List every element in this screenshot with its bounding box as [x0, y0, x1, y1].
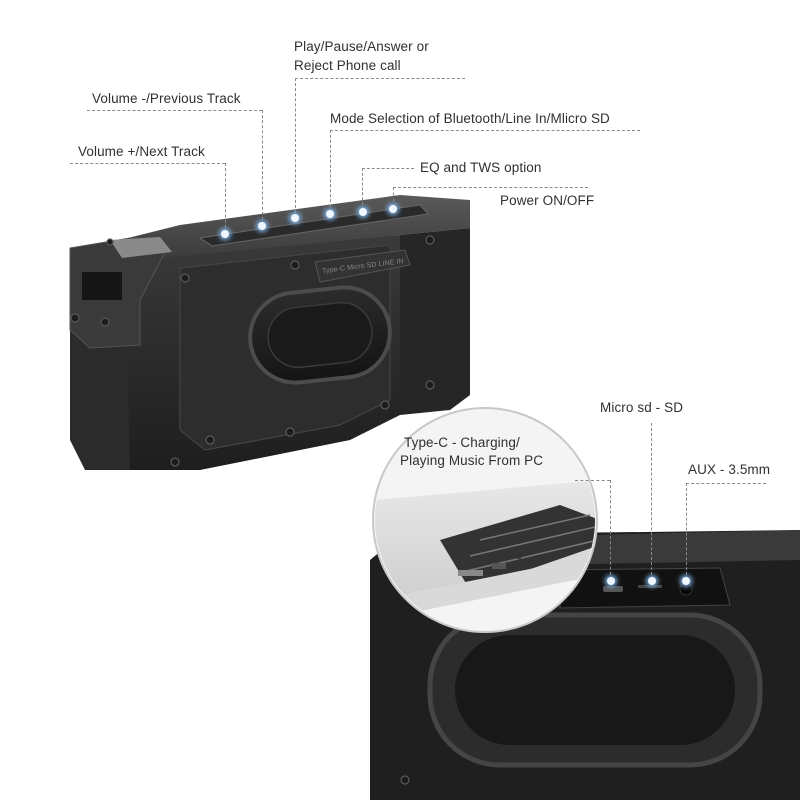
label-play-pause-line2: Reject Phone call [294, 58, 401, 73]
label-micro-sd: Micro sd - SD [600, 400, 684, 415]
speaker-left [69, 195, 470, 470]
leader-mode-v [330, 130, 331, 212]
leader-aux-v [686, 483, 687, 580]
leader-volume-minus-v [262, 110, 263, 225]
label-volume-minus: Volume -/Previous Track [92, 91, 241, 106]
label-type-c-line1: Type-C - Charging/ [404, 435, 520, 450]
leader-play-pause [295, 78, 465, 79]
leader-volume-plus-v [225, 163, 226, 233]
button-power-marker [389, 205, 397, 213]
leader-aux [686, 483, 766, 484]
button-volume-minus-marker [258, 222, 266, 230]
label-type-c-line2: Playing Music From PC [400, 453, 544, 468]
leader-eq [362, 168, 414, 169]
leader-volume-minus [87, 110, 262, 111]
port-micro-sd-marker [648, 577, 656, 585]
label-mode-selection: Mode Selection of Bluetooth/Line In/Mlic… [330, 111, 610, 126]
label-aux: AUX - 3.5mm [688, 462, 771, 477]
leader-power-v [393, 187, 394, 207]
leader-micro-sd [651, 423, 652, 580]
leader-volume-plus [70, 163, 225, 164]
leader-power [393, 187, 588, 188]
button-play-pause-marker [291, 214, 299, 222]
button-volume-plus-marker [221, 230, 229, 238]
leader-eq-v [362, 168, 363, 210]
port-aux-marker [682, 577, 690, 585]
leader-type-c-v [610, 480, 611, 580]
label-play-pause-line1: Play/Pause/Answer or [294, 39, 429, 54]
label-power: Power ON/OFF [500, 193, 595, 208]
leader-type-c [575, 480, 610, 481]
label-volume-plus: Volume +/Next Track [78, 144, 205, 159]
laptop-inset [372, 407, 598, 633]
button-mode-marker [326, 210, 334, 218]
leader-mode [330, 130, 640, 131]
button-eq-marker [359, 208, 367, 216]
port-type-c-marker [607, 577, 615, 585]
leader-play-pause-v [295, 78, 296, 213]
label-eq-tws: EQ and TWS option [420, 160, 542, 175]
